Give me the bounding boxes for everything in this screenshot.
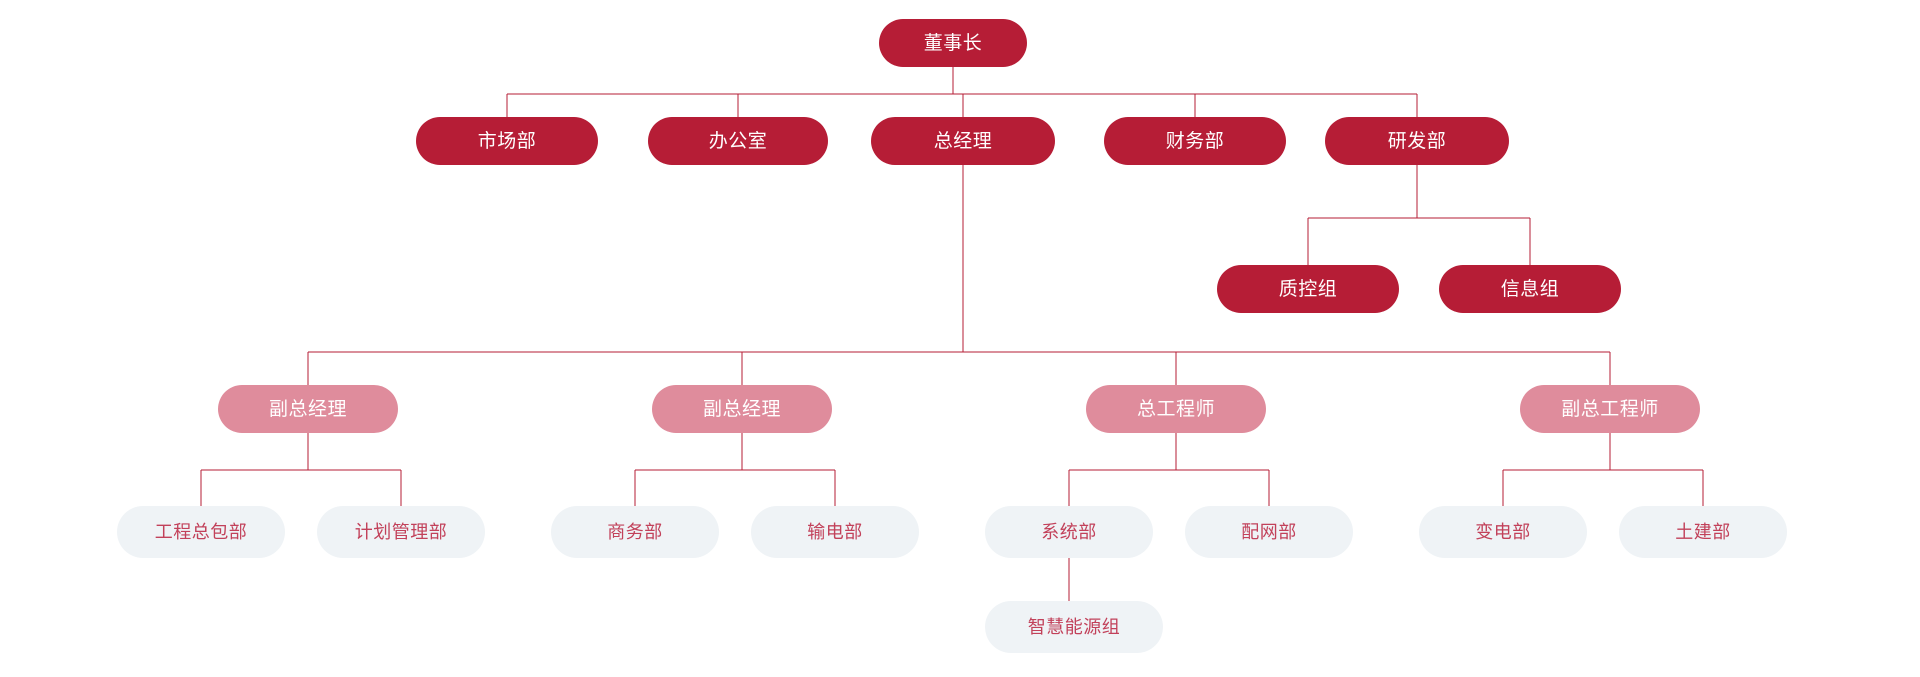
org-node-qc-group[interactable]: 质控组 xyxy=(1217,265,1399,313)
org-node-label: 计划管理部 xyxy=(354,522,448,542)
org-node-label: 系统部 xyxy=(1041,522,1097,542)
org-node-deputy-chief-eng[interactable]: 副总工程师 xyxy=(1520,385,1700,433)
org-node-label: 董事长 xyxy=(923,32,983,54)
org-node-label: 智慧能源组 xyxy=(1027,617,1121,637)
org-node-business-dept[interactable]: 商务部 xyxy=(551,506,719,558)
org-node-system-dept[interactable]: 系统部 xyxy=(985,506,1153,558)
org-node-deputy-gm-1[interactable]: 副总经理 xyxy=(218,385,398,433)
org-node-label: 配网部 xyxy=(1241,522,1297,542)
org-node-label: 副总经理 xyxy=(702,398,781,420)
org-node-label: 工程总包部 xyxy=(154,522,248,542)
org-node-label: 土建部 xyxy=(1675,522,1731,542)
org-node-info-group[interactable]: 信息组 xyxy=(1439,265,1621,313)
org-node-distribution[interactable]: 配网部 xyxy=(1185,506,1353,558)
org-node-label: 副总经理 xyxy=(268,398,347,420)
org-node-deputy-gm-2[interactable]: 副总经理 xyxy=(652,385,832,433)
org-node-label: 质控组 xyxy=(1278,278,1338,300)
org-node-general-manager[interactable]: 总经理 xyxy=(871,117,1055,165)
org-node-chairman[interactable]: 董事长 xyxy=(879,19,1027,67)
org-node-label: 变电部 xyxy=(1475,522,1531,542)
org-node-label: 副总工程师 xyxy=(1561,398,1659,420)
org-node-label: 研发部 xyxy=(1387,130,1447,152)
org-node-label: 商务部 xyxy=(607,522,663,542)
org-node-substation[interactable]: 变电部 xyxy=(1419,506,1587,558)
org-node-label: 办公室 xyxy=(708,130,768,152)
org-node-label: 信息组 xyxy=(1500,278,1560,300)
org-node-transmission[interactable]: 输电部 xyxy=(751,506,919,558)
org-node-chief-engineer[interactable]: 总工程师 xyxy=(1086,385,1266,433)
org-node-label: 总经理 xyxy=(933,130,993,152)
org-node-smart-energy[interactable]: 智慧能源组 xyxy=(985,601,1163,653)
org-node-finance[interactable]: 财务部 xyxy=(1104,117,1286,165)
org-node-office[interactable]: 办公室 xyxy=(648,117,828,165)
org-node-rnd[interactable]: 研发部 xyxy=(1325,117,1509,165)
org-node-epc-dept[interactable]: 工程总包部 xyxy=(117,506,285,558)
org-node-marketing[interactable]: 市场部 xyxy=(416,117,598,165)
org-node-planning-dept[interactable]: 计划管理部 xyxy=(317,506,485,558)
org-node-label: 财务部 xyxy=(1165,130,1225,152)
org-node-label: 总工程师 xyxy=(1136,398,1215,420)
org-node-label: 市场部 xyxy=(477,130,537,152)
org-node-civil-dept[interactable]: 土建部 xyxy=(1619,506,1787,558)
org-node-label: 输电部 xyxy=(807,522,863,542)
